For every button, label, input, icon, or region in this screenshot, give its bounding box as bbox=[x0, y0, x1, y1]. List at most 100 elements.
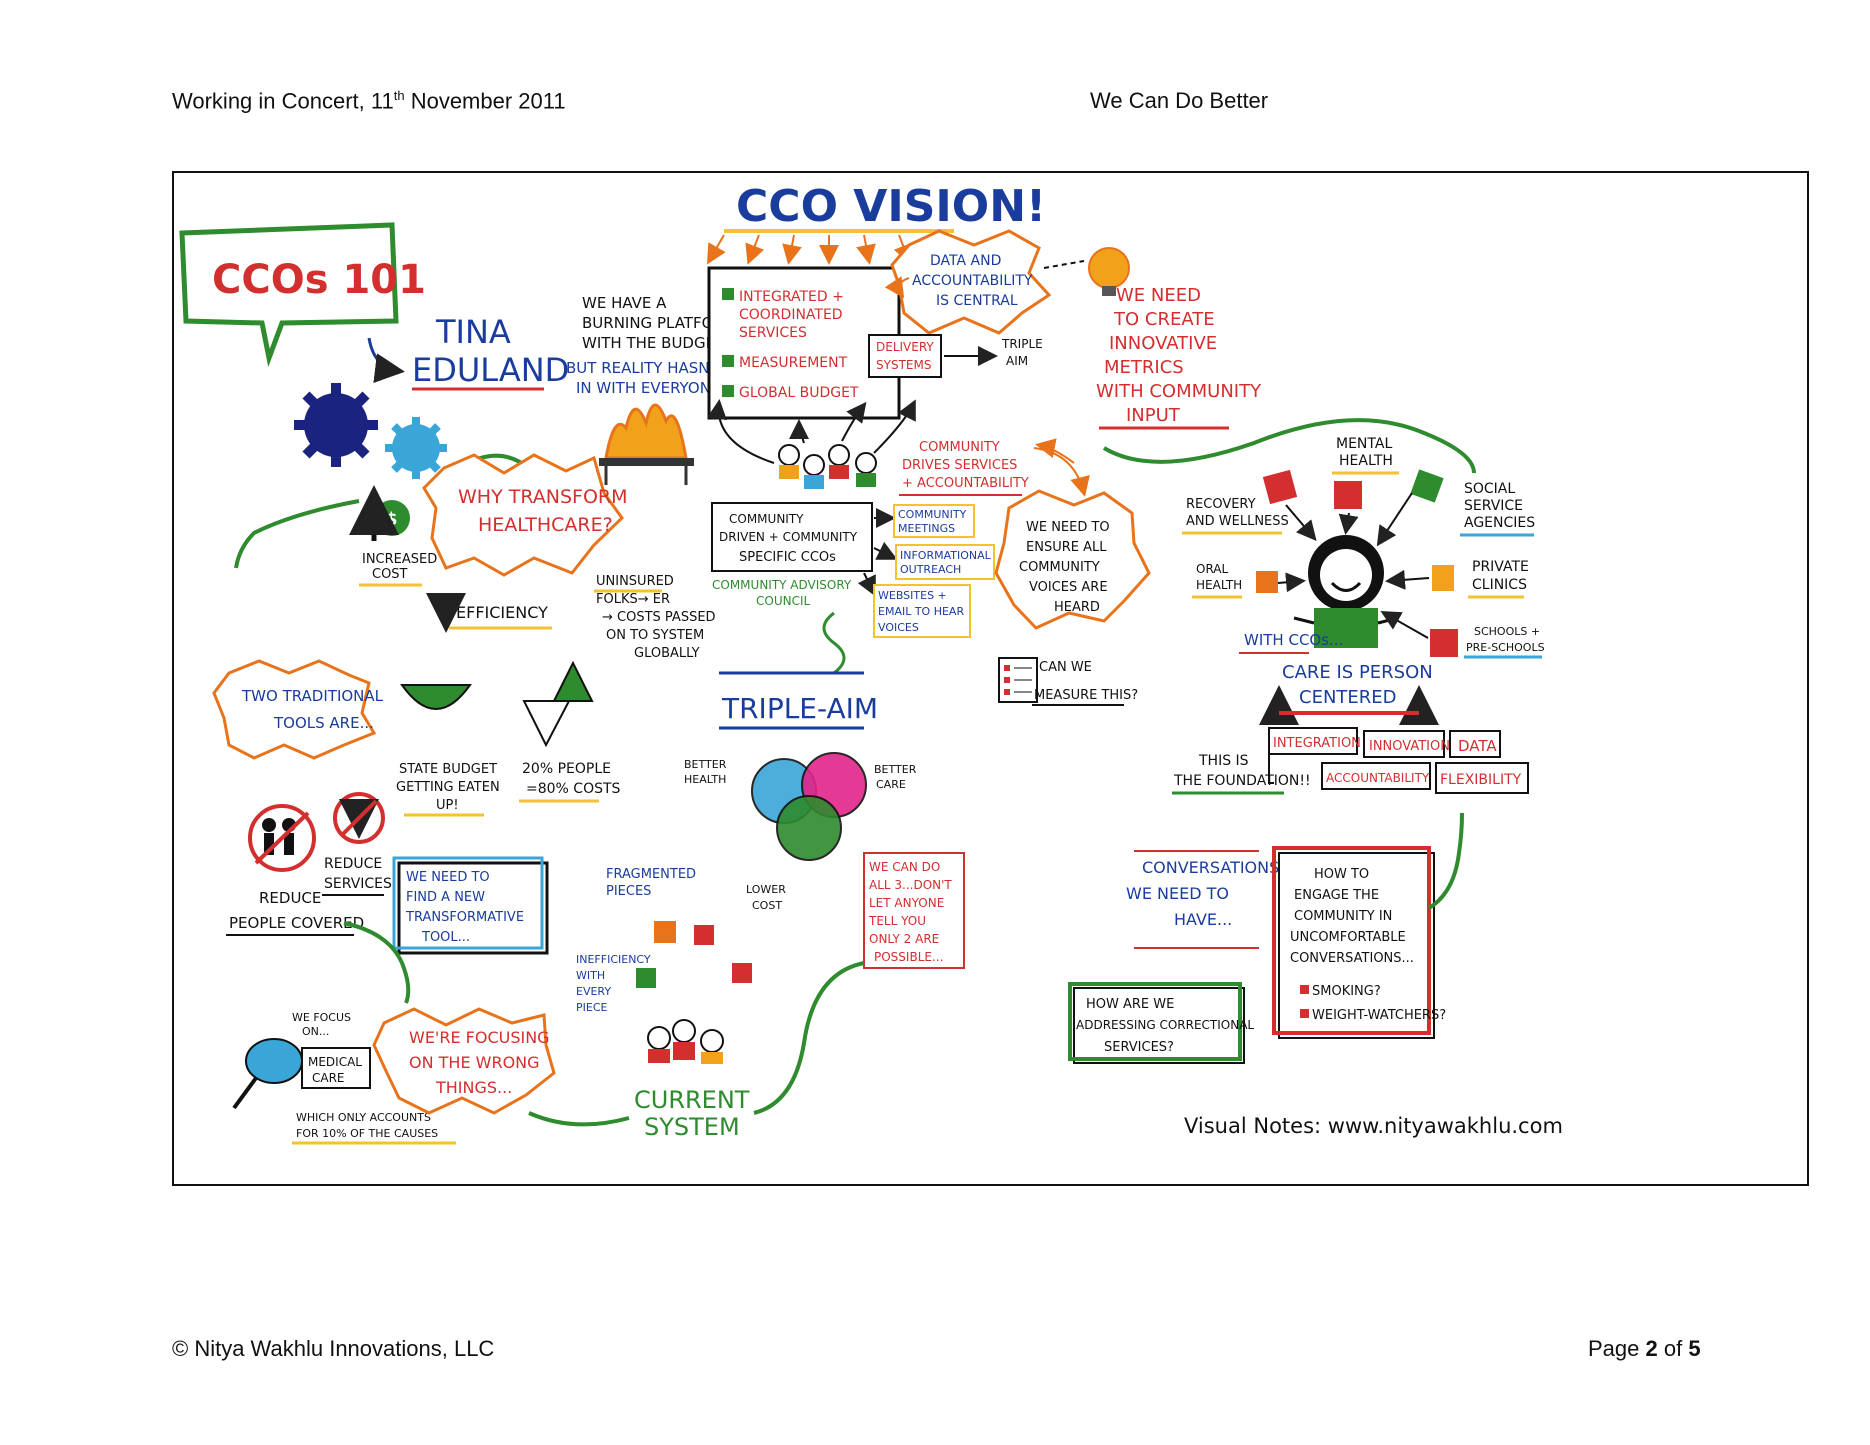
triple-aim-small-2: AIM bbox=[1006, 354, 1028, 368]
triple-aim-venn bbox=[751, 752, 867, 861]
engage-line-4: UNCOMFORTABLE bbox=[1290, 930, 1406, 945]
ensure-line-5: HEARD bbox=[1054, 600, 1100, 615]
conv-line-2: WE NEED TO bbox=[1126, 884, 1229, 903]
accounts-line-2: FOR 10% OF THE CAUSES bbox=[296, 1127, 438, 1140]
care-line-2: CENTERED bbox=[1299, 687, 1397, 708]
foundation-values: INTEGRATION INNOVATION DATA ACCOUNTABILI… bbox=[1268, 727, 1529, 794]
new-tool-line-3: TRANSFORMATIVE bbox=[405, 910, 524, 925]
header-date-text: Working in Concert, 11 bbox=[172, 88, 394, 114]
ensure-line-2: ENSURE ALL bbox=[1026, 540, 1107, 555]
community-people-icon bbox=[778, 444, 877, 489]
page-total: 5 bbox=[1688, 1336, 1701, 1361]
websites-line-1: WEBSITES + bbox=[878, 589, 947, 602]
outreach-box bbox=[895, 544, 995, 580]
fragmented-line-1: FRAGMENTED bbox=[606, 867, 696, 882]
global-budget-label: GLOBAL BUDGET bbox=[739, 385, 859, 401]
medical-line-2: CARE bbox=[312, 1071, 345, 1085]
page-number: 2 bbox=[1645, 1336, 1658, 1361]
value-accountability: ACCOUNTABILITY bbox=[1326, 771, 1430, 785]
all3-line-1: WE CAN DO bbox=[869, 860, 940, 874]
new-tool-box: WE NEED TO FIND A NEW TRANSFORMATIVE TOO… bbox=[392, 856, 549, 955]
schools-line-2: PRE-SCHOOLS bbox=[1466, 641, 1545, 654]
drives-line-2: DRIVES SERVICES bbox=[902, 458, 1017, 473]
visual-notes-frame: CCOs 101 TINA EDULAND WE HAVE A BURNING … bbox=[172, 171, 1809, 1186]
ccos101-bubble: CCOs 101 bbox=[179, 222, 426, 368]
integrated-line-3: SERVICES bbox=[739, 325, 807, 341]
metrics-line-4: METRICS bbox=[1104, 357, 1184, 378]
engage-weight: WEIGHT-WATCHERS? bbox=[1312, 1008, 1446, 1023]
new-tool-line-4: TOOL... bbox=[421, 930, 470, 945]
correct-line-1: HOW ARE WE bbox=[1086, 997, 1174, 1012]
advisory-line-1: COMMUNITY ADVISORY bbox=[712, 578, 852, 592]
burning-line-5: IN WITH EVERYONE bbox=[576, 379, 720, 397]
metrics-line-2: TO CREATE bbox=[1113, 309, 1215, 330]
integrated-line-2: COORDINATED bbox=[739, 307, 843, 323]
engage-line-2: ENGAGE THE bbox=[1294, 888, 1379, 903]
new-tool-line-2: FIND A NEW bbox=[406, 890, 485, 905]
medical-line-1: MEDICAL bbox=[308, 1055, 362, 1069]
burning-line-1: WE HAVE A bbox=[582, 294, 667, 312]
meetings-box bbox=[893, 504, 975, 538]
better-care-1: BETTER bbox=[874, 763, 917, 776]
sad-people-icon bbox=[647, 1019, 724, 1064]
all3-line-5: ONLY 2 ARE bbox=[869, 932, 939, 946]
state-line-3: UP! bbox=[436, 798, 459, 813]
fragmented-line-2: PIECES bbox=[606, 884, 651, 899]
schools-line-1: SCHOOLS + bbox=[1474, 625, 1540, 638]
correct-line-3: SERVICES? bbox=[1104, 1040, 1174, 1055]
new-tool-line-1: WE NEED TO bbox=[406, 870, 490, 885]
cdriven-line-2: DRIVEN + COMMUNITY bbox=[719, 530, 858, 544]
lower-cost-2: COST bbox=[752, 899, 782, 912]
reduce-people-line-1: REDUCE bbox=[259, 889, 321, 907]
conv-line-3: HAVE... bbox=[1174, 910, 1232, 929]
cdriven-line-3: SPECIFIC CCOs bbox=[739, 550, 836, 565]
engage-smoking: SMOKING? bbox=[1312, 984, 1381, 999]
correct-line-2: ADDRESSING CORRECTIONAL bbox=[1076, 1018, 1254, 1032]
value-innovation: INNOVATION bbox=[1369, 739, 1450, 754]
reduce-people-icon bbox=[248, 804, 316, 872]
drives-note: COMMUNITY DRIVES SERVICES + ACCOUNTABILI… bbox=[902, 440, 1029, 491]
tina-name-2: EDULAND bbox=[412, 351, 569, 389]
metrics-line-5: WITH COMMUNITY bbox=[1096, 381, 1262, 402]
lower-cost-1: LOWER bbox=[746, 883, 786, 896]
engage-line-3: COMMUNITY IN bbox=[1294, 909, 1392, 924]
drives-line-1: COMMUNITY bbox=[919, 440, 1000, 455]
data-line-1: DATA AND bbox=[930, 253, 1001, 269]
current-line-2: SYSTEM bbox=[644, 1113, 740, 1141]
svg-text:$: $ bbox=[385, 509, 398, 530]
measurement-label: MEASUREMENT bbox=[739, 355, 848, 371]
tina-eduland: TINA EDULAND bbox=[367, 313, 569, 391]
websites-line-3: VOICES bbox=[878, 621, 919, 634]
uninsured-line-3: → COSTS PASSED bbox=[602, 610, 716, 625]
data-accountability-bubble: DATA AND ACCOUNTABILITY IS CENTRAL bbox=[890, 229, 1052, 335]
reduce-services-line-1: REDUCE bbox=[324, 856, 382, 872]
with-ccos-label: WITH CCOs... bbox=[1244, 631, 1343, 649]
metrics-note: WE NEED TO CREATE INNOVATIVE METRICS WIT… bbox=[1096, 285, 1262, 426]
integrated-line-1: INTEGRATED + bbox=[739, 289, 844, 305]
ensure-line-3: COMMUNITY bbox=[1019, 560, 1100, 575]
foundation-line-1: THIS IS bbox=[1198, 753, 1249, 769]
uninsured-line-5: GLOBALLY bbox=[634, 646, 700, 661]
happy-person-icon bbox=[1293, 535, 1399, 648]
conv-line-1: CONVERSATIONS bbox=[1142, 858, 1279, 877]
reduce-services-line-2: SERVICES bbox=[324, 876, 392, 892]
cdriven-line-1: COMMUNITY bbox=[729, 512, 804, 526]
page-of: of bbox=[1657, 1336, 1689, 1361]
pct-line-2: =80% COSTS bbox=[526, 781, 621, 797]
visual-notes-canvas: CCOs 101 TINA EDULAND WE HAVE A BURNING … bbox=[179, 181, 1563, 1145]
data-line-2: ACCOUNTABILITY bbox=[912, 273, 1033, 289]
websites-line-2: EMAIL TO HEAR bbox=[878, 605, 964, 618]
all3-box: WE CAN DO ALL 3...DON'T LET ANYONE TELL … bbox=[863, 852, 965, 969]
state-line-1: STATE BUDGET bbox=[399, 762, 497, 777]
state-line-2: GETTING EATEN bbox=[396, 780, 500, 795]
puzzle-pieces-icon bbox=[636, 921, 752, 988]
efficiency-label: EFFICIENCY bbox=[456, 603, 548, 622]
outreach-line-1: INFORMATIONAL bbox=[900, 549, 992, 562]
outreach-line-2: OUTREACH bbox=[900, 563, 961, 576]
header-date-rest: November 2011 bbox=[404, 88, 566, 114]
ccos101-title: CCOs 101 bbox=[212, 257, 426, 303]
focus-line-1: WE FOCUS bbox=[292, 1011, 351, 1024]
increased-line-1: INCREASED bbox=[362, 552, 437, 567]
all3-line-6: POSSIBLE... bbox=[874, 950, 943, 964]
ineff-line-2: WITH bbox=[576, 969, 605, 982]
